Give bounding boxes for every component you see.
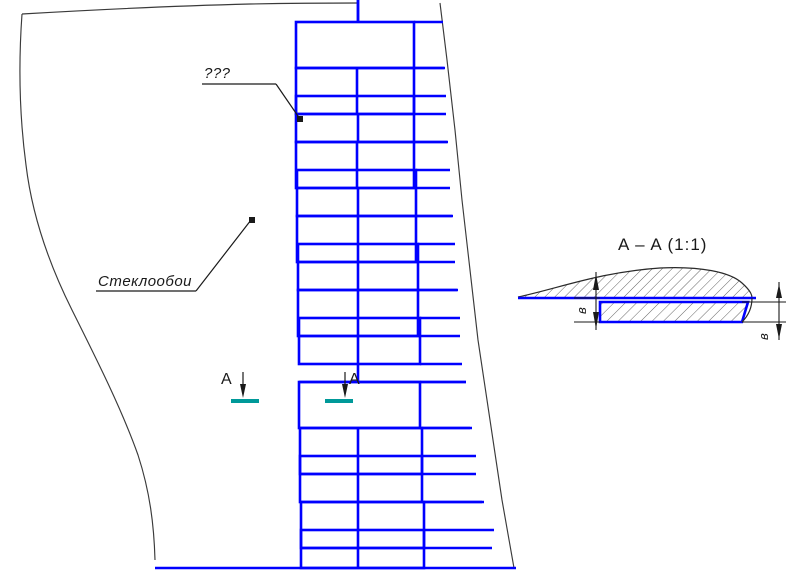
dim-arrow-down bbox=[593, 312, 599, 329]
label-wallpaper-material: Стеклообои bbox=[98, 273, 192, 290]
leader-arrow-dot bbox=[297, 116, 303, 122]
section-marker-letter-left: A bbox=[221, 371, 232, 388]
dimension-mound-height: в bbox=[574, 272, 600, 330]
dimension-label-brick-thickness: в bbox=[756, 333, 771, 340]
dim-arrow-up bbox=[776, 284, 782, 298]
brick bbox=[294, 66, 416, 116]
brick bbox=[297, 316, 422, 366]
section-marker-letter-right: A bbox=[349, 371, 360, 388]
leader-line bbox=[195, 219, 252, 292]
leader-arrow-dot bbox=[249, 217, 255, 223]
brick bbox=[297, 380, 422, 430]
brick bbox=[295, 214, 418, 264]
leader-wallpaper-material: Стеклообои bbox=[96, 217, 255, 292]
break-line-left bbox=[19, 13, 156, 561]
section-view-group: A – A (1:1) в bbox=[517, 235, 786, 340]
mound-fill bbox=[518, 267, 752, 298]
brick bbox=[294, 20, 416, 70]
brick-courses bbox=[294, 0, 494, 570]
leader-line bbox=[275, 83, 301, 120]
section-marker-left: A bbox=[221, 371, 259, 403]
break-line-top bbox=[21, 2, 359, 15]
mound-outline bbox=[517, 267, 753, 299]
brick-hatch-fill bbox=[600, 302, 748, 322]
marker-arrow-head bbox=[240, 384, 246, 398]
brick bbox=[298, 454, 424, 504]
section-marker-right: A bbox=[325, 371, 360, 403]
label-unknown-material: ??? bbox=[204, 65, 231, 82]
brick bbox=[298, 426, 424, 476]
dimension-brick-thickness: в bbox=[742, 282, 786, 340]
wall-elevation-group: ??? Стеклообои A A bbox=[19, 0, 516, 570]
dimension-label-mound-height: в bbox=[574, 307, 589, 314]
section-mound bbox=[517, 267, 753, 299]
brick bbox=[294, 94, 416, 144]
brick bbox=[299, 528, 426, 570]
marker-arrow-head bbox=[342, 384, 348, 398]
brick bbox=[299, 500, 426, 550]
dim-arrow-down bbox=[776, 324, 782, 339]
section-view-title: A – A (1:1) bbox=[618, 235, 707, 254]
brick bbox=[294, 140, 416, 190]
section-brick-body bbox=[598, 300, 750, 324]
break-line-right bbox=[439, 2, 515, 569]
leader-unknown-material: ??? bbox=[202, 65, 303, 122]
mound-right-edge bbox=[741, 297, 753, 323]
dim-arrow-up bbox=[593, 274, 599, 290]
